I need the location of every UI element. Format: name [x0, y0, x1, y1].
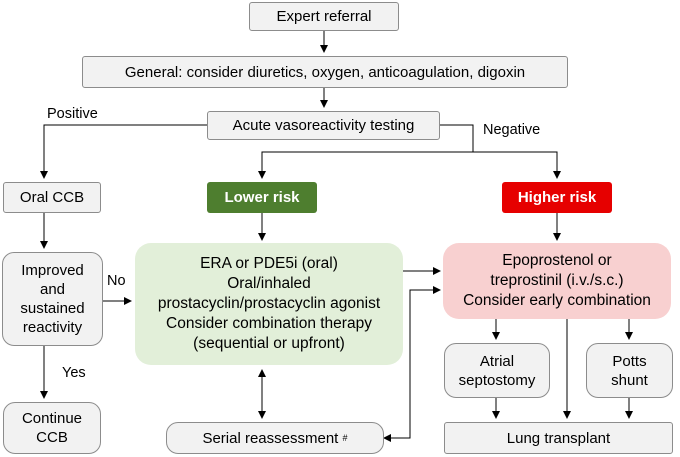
potts-shunt-line-1: Potts: [612, 352, 647, 370]
higher-therapy-line-2: treprostinil (i.v./s.c.): [490, 272, 624, 289]
lower-therapy-line-1: ERA or PDE5i (oral): [200, 255, 338, 272]
continue-ccb-node: Continue CCB: [3, 402, 101, 454]
atrial-septostomy-line-1: Atrial: [479, 352, 515, 370]
higher-risk-badge: Higher risk: [502, 182, 612, 213]
general-label: General: consider diuretics, oxygen, ant…: [124, 63, 526, 81]
atrial-septostomy-line-2: septostomy: [458, 371, 536, 389]
lower-risk-therapy-node: ERA or PDE5i (oral) Oral/inhaled prostac…: [135, 243, 403, 365]
potts-shunt-line-2: shunt: [611, 371, 648, 389]
expert-referral-label: Expert referral: [276, 8, 372, 25]
atrial-septostomy-node: Atrial septostomy: [444, 343, 550, 398]
improved-line-3: sustained: [20, 300, 85, 317]
lower-therapy-line-3: prostacyclin/prostacyclin agonist: [157, 295, 381, 312]
arrow-reassessment-loop: [383, 286, 441, 442]
lower-risk-label: Lower risk: [224, 189, 300, 206]
footnote-mark: #: [342, 432, 348, 443]
continue-ccb-line-1: Continue: [21, 410, 83, 427]
higher-risk-therapy-node: Epoprostenol or treprostinil (i.v./s.c.)…: [443, 243, 671, 319]
arrow-to-higher-risk: [473, 151, 561, 179]
improved-line-4: reactivity: [22, 319, 83, 336]
line-negative-split: [440, 124, 474, 152]
no-label: No: [107, 273, 126, 289]
improved-line-1: Improved: [21, 262, 84, 279]
serial-reassessment-label: Serial reassessment: [202, 429, 339, 447]
improved-reactivity-node: Improved and sustained reactivity: [2, 252, 103, 346]
higher-risk-label: Higher risk: [517, 189, 597, 206]
lung-transplant-node: Lung transplant: [444, 422, 673, 454]
yes-label: Yes: [62, 365, 86, 381]
higher-therapy-line-1: Epoprostenol or: [502, 252, 612, 269]
vasoreactivity-label: Acute vasoreactivity testing: [232, 117, 415, 134]
expert-referral-node: Expert referral: [249, 2, 399, 31]
potts-shunt-node: Potts shunt: [586, 343, 673, 398]
arrow-positive-to-oral-ccb: [40, 124, 207, 179]
higher-therapy-line-3: Consider early combination: [463, 292, 651, 309]
arrow-to-lower-risk: [258, 151, 473, 179]
lung-transplant-label: Lung transplant: [506, 429, 611, 447]
positive-label: Positive: [47, 106, 98, 122]
lower-therapy-line-5: (sequential or upfront): [193, 335, 345, 352]
vasoreactivity-node: Acute vasoreactivity testing: [207, 111, 440, 140]
continue-ccb-line-2: CCB: [36, 429, 68, 446]
lower-therapy-line-4: Consider combination therapy: [166, 315, 372, 332]
general-node: General: consider diuretics, oxygen, ant…: [82, 56, 568, 88]
serial-reassessment-node: Serial reassessment #: [166, 422, 384, 454]
lower-therapy-line-2: Oral/inhaled: [227, 275, 311, 292]
lower-risk-badge: Lower risk: [207, 182, 317, 213]
oral-ccb-node: Oral CCB: [3, 182, 101, 213]
improved-line-2: and: [39, 281, 66, 298]
oral-ccb-label: Oral CCB: [19, 189, 85, 206]
negative-label: Negative: [483, 122, 541, 138]
